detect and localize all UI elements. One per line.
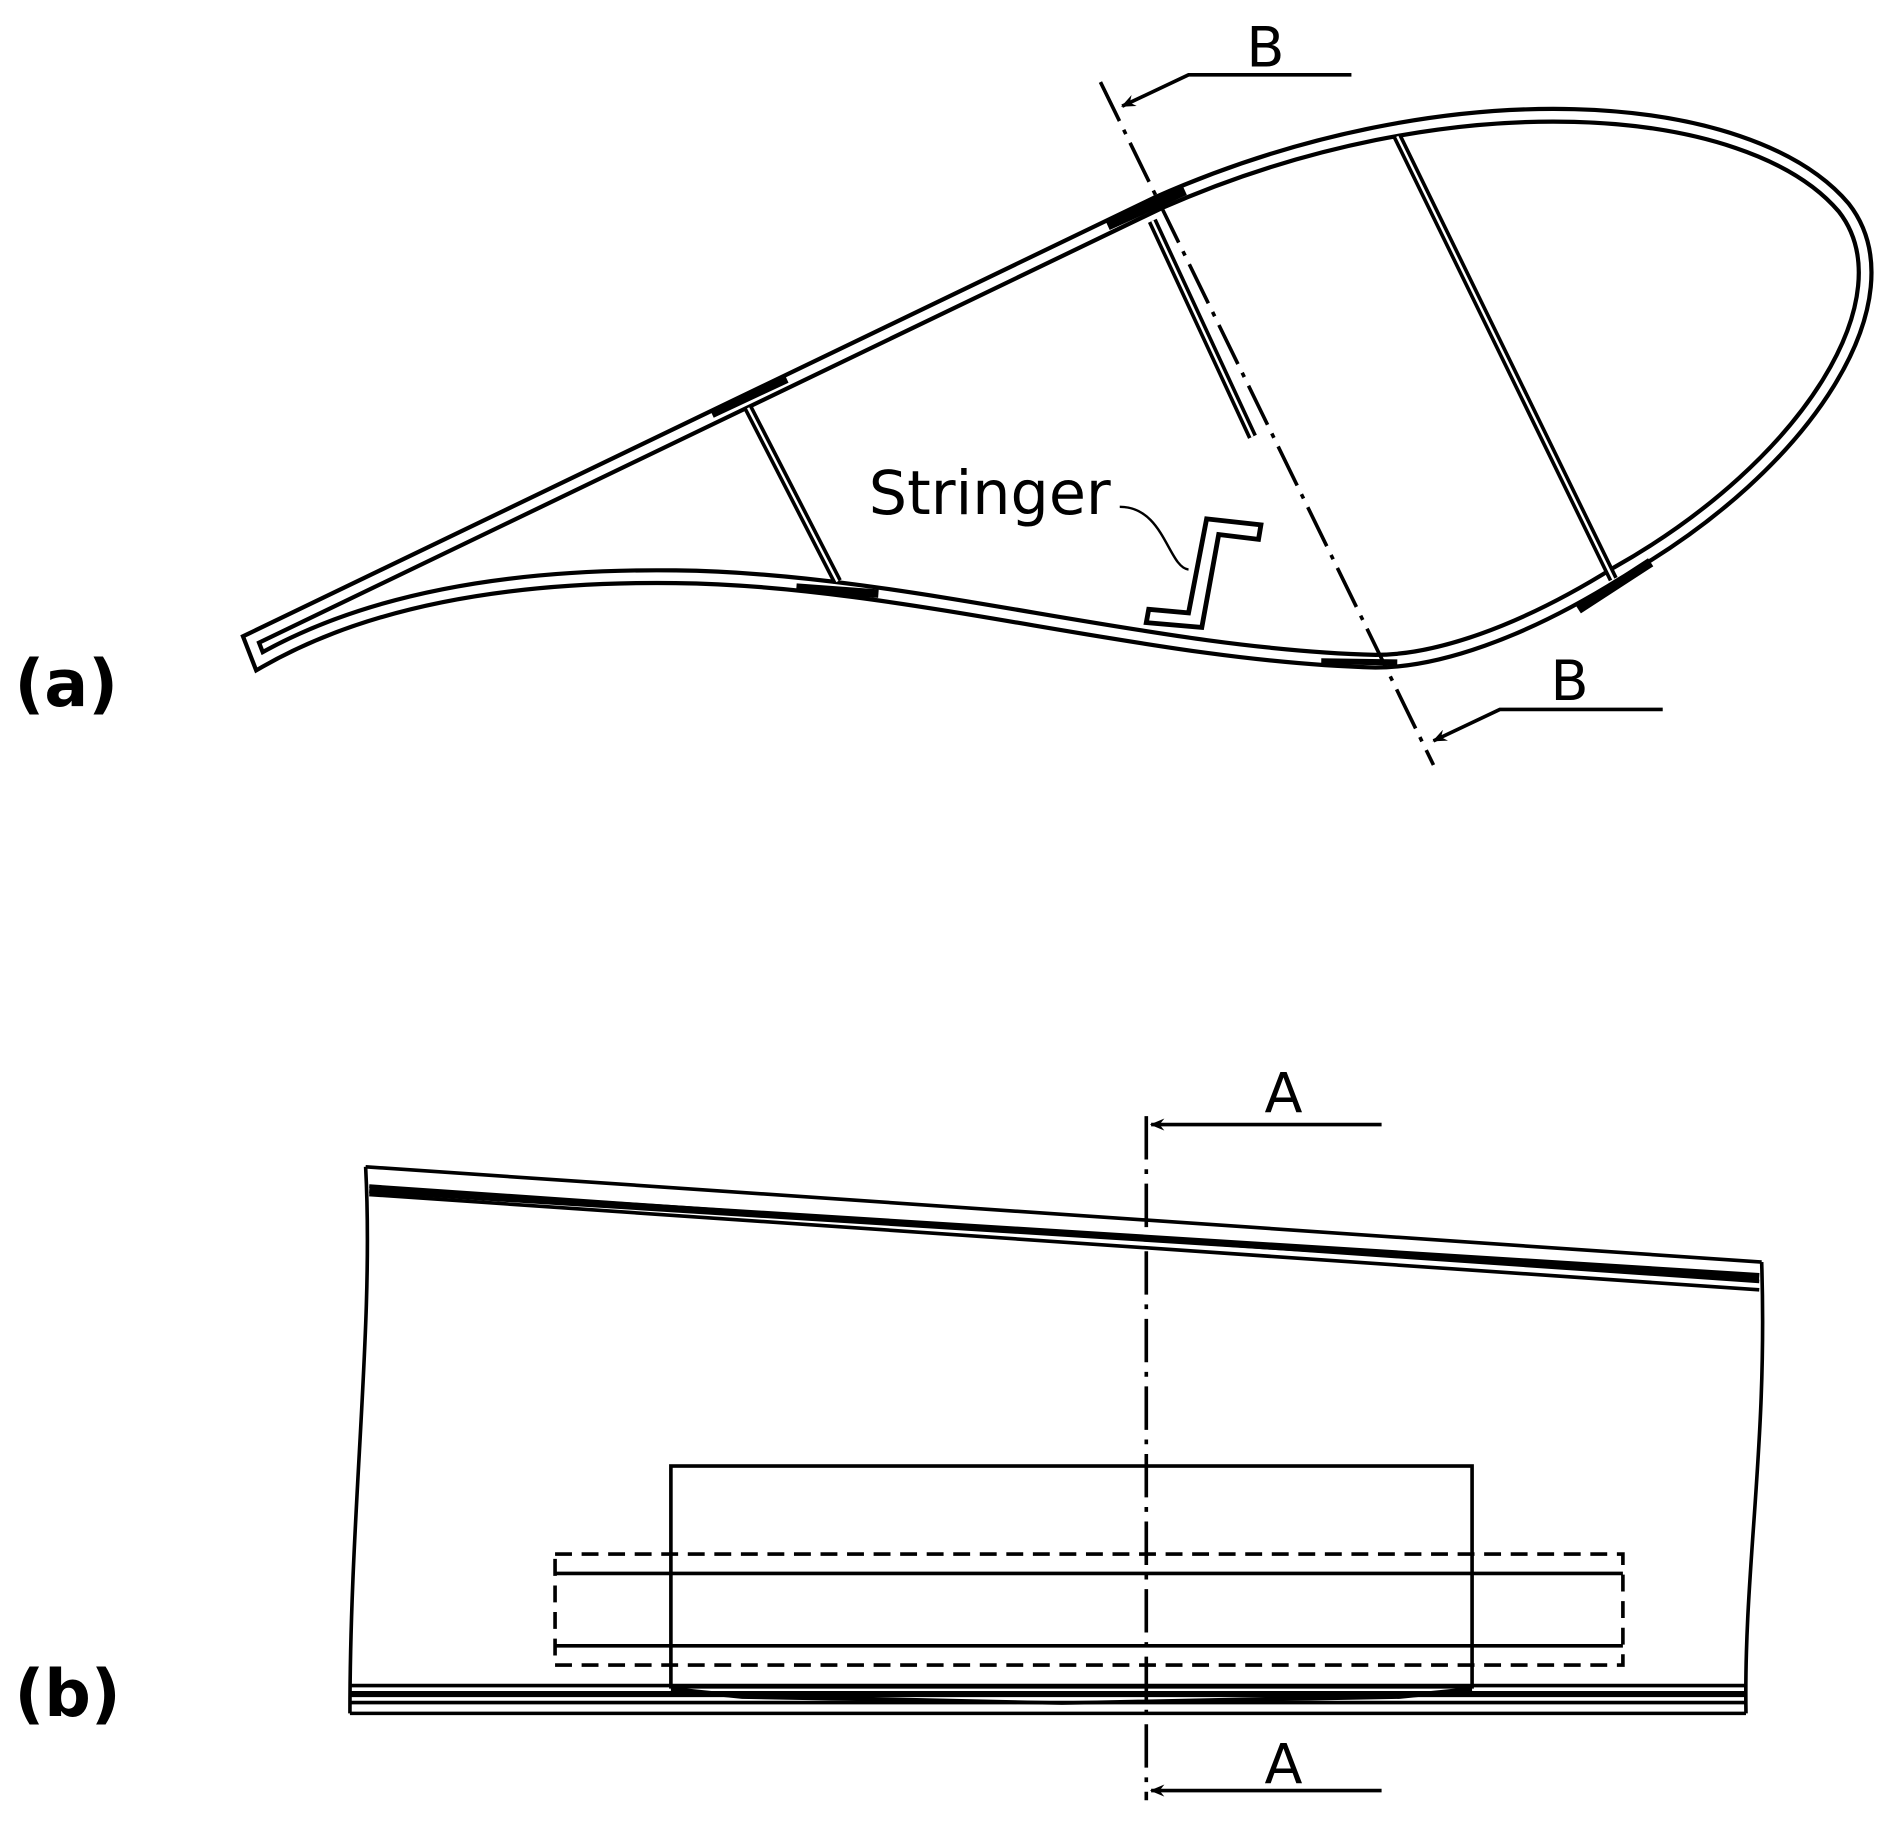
stringer-flange-lines: [555, 1571, 1623, 1648]
airfoil-skin-inner: [245, 111, 1870, 668]
section-line-b: [1098, 81, 1436, 766]
panel-label-b: (b): [15, 1657, 121, 1732]
stringer: [1143, 516, 1264, 631]
stringer-leader-line: [1119, 505, 1189, 571]
lower-skin-joint: [1321, 658, 1398, 666]
hidden-stringer-outline: [553, 1552, 1625, 1667]
lower-skin: [349, 1683, 1746, 1716]
upper-skin: [365, 1164, 1762, 1292]
spar-cap: [1575, 558, 1654, 614]
section-label-a-top: A: [1265, 1061, 1303, 1126]
section-label-b-bottom: B: [1551, 649, 1589, 714]
doubler-plate: [669, 1464, 1474, 1689]
airfoil-section: Stringer B B (a): [15, 15, 1874, 766]
upper-spar-cap: [369, 1186, 1760, 1281]
spar-web-rear: [743, 405, 842, 584]
section-arrow-b-bottom: [1432, 707, 1663, 743]
panel-label-a: (a): [15, 647, 119, 722]
spar-cap: [796, 583, 879, 598]
spar-web-front: [1392, 134, 1618, 582]
stringer-label: Stringer: [869, 459, 1111, 529]
section-label-b-top: B: [1246, 15, 1284, 80]
right-edge: [1743, 1262, 1765, 1714]
spar-web-mid: [1147, 218, 1257, 439]
spar-cap: [710, 375, 789, 418]
spar-cap: [1105, 186, 1187, 231]
left-edge: [348, 1166, 370, 1714]
section-label-a-bottom: A: [1265, 1732, 1303, 1797]
spanwise-section: A A (b): [15, 1061, 1765, 1801]
section-arrow-b-top: [1121, 72, 1352, 108]
ply-drop: [670, 1686, 1473, 1705]
